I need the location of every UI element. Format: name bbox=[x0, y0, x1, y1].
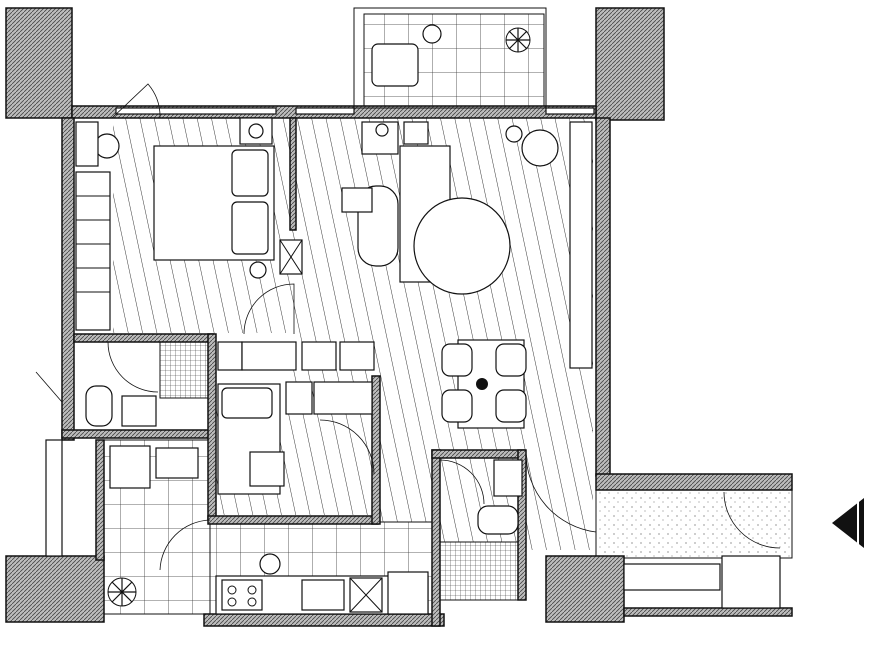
wall-east bbox=[595, 117, 611, 477]
side-cabinet[interactable] bbox=[403, 121, 429, 145]
plant-icon-balcony bbox=[505, 27, 531, 53]
lamp-icon bbox=[248, 123, 264, 139]
armchair-balcony[interactable] bbox=[371, 43, 419, 87]
wall-bath-lower bbox=[61, 429, 213, 439]
flower-icon bbox=[476, 378, 488, 390]
shower-tray-second bbox=[439, 541, 521, 601]
washbasin-second[interactable] bbox=[493, 459, 523, 497]
dining-chair-1[interactable] bbox=[441, 343, 473, 377]
wall-bed-closet bbox=[289, 117, 297, 231]
door-west-exit[interactable] bbox=[35, 371, 63, 403]
wardrobe-master[interactable] bbox=[75, 171, 111, 331]
storage-unit-5[interactable] bbox=[285, 381, 313, 415]
bin-icon bbox=[249, 261, 267, 279]
wall-south-kitchen bbox=[203, 613, 445, 627]
entry-terrace-floor bbox=[595, 489, 793, 559]
pillow-1 bbox=[231, 149, 269, 197]
balcony-north-frame bbox=[353, 7, 547, 109]
door-master-bedroom[interactable] bbox=[243, 283, 295, 335]
cooktop[interactable] bbox=[221, 579, 263, 611]
storage-unit-4[interactable] bbox=[339, 341, 375, 371]
door-north-entry[interactable] bbox=[111, 83, 161, 119]
cushion bbox=[249, 451, 285, 487]
round-rug bbox=[413, 197, 511, 295]
washbasin-main[interactable] bbox=[121, 395, 157, 427]
column-top-left bbox=[5, 7, 73, 119]
armchair-living[interactable] bbox=[521, 129, 559, 167]
wall-laundry-west bbox=[95, 439, 105, 561]
wall-bath2-west bbox=[431, 449, 441, 627]
door-second-bedroom[interactable] bbox=[319, 419, 375, 475]
triangle-entry-arrow-icon[interactable] bbox=[832, 498, 864, 548]
storage-unit-6[interactable] bbox=[313, 381, 373, 415]
bench-terrace[interactable] bbox=[721, 555, 781, 609]
wall-bedroom2-south bbox=[207, 515, 379, 525]
shoe-cabinet[interactable] bbox=[623, 563, 721, 591]
door-living-entry[interactable] bbox=[525, 451, 597, 533]
desk-chair[interactable] bbox=[341, 187, 373, 213]
pillow-2 bbox=[231, 201, 269, 255]
person-figure-kitchen bbox=[259, 553, 281, 575]
shower-tray-main bbox=[159, 341, 213, 399]
column-top-right bbox=[595, 7, 665, 121]
floor-lamp-icon bbox=[375, 123, 389, 137]
wall-bath2-north bbox=[431, 449, 525, 459]
door-laundry[interactable] bbox=[159, 519, 211, 571]
tv-cabinet[interactable] bbox=[569, 121, 593, 369]
side-table-balcony[interactable] bbox=[422, 24, 442, 44]
wall-bedroom2-west bbox=[207, 333, 217, 521]
door-terrace[interactable] bbox=[723, 491, 781, 549]
storage-unit-2[interactable] bbox=[241, 341, 297, 371]
dining-chair-2[interactable] bbox=[441, 389, 473, 423]
wall-terrace-south bbox=[623, 607, 793, 617]
plant-icon-laundry bbox=[107, 577, 137, 607]
dining-chair-4[interactable] bbox=[495, 389, 527, 423]
wall-east-step bbox=[595, 473, 793, 491]
wall-west bbox=[61, 117, 75, 441]
fridge[interactable] bbox=[387, 571, 429, 615]
column-bottom-left bbox=[5, 555, 105, 623]
toilet-main[interactable] bbox=[85, 385, 113, 427]
toilet-second[interactable] bbox=[477, 505, 519, 535]
storage-unit-3[interactable] bbox=[301, 341, 337, 371]
storage-unit-1[interactable] bbox=[217, 341, 243, 371]
walls bbox=[5, 7, 793, 627]
dining-chair-3[interactable] bbox=[495, 343, 527, 377]
plant-pot-living bbox=[505, 125, 523, 143]
windows bbox=[45, 107, 595, 557]
wall-bath-main bbox=[73, 333, 215, 343]
wall-bedroom2-east bbox=[371, 375, 381, 525]
pillow-single bbox=[221, 387, 273, 419]
washing-machine[interactable] bbox=[109, 445, 151, 489]
laundry-sink[interactable] bbox=[155, 447, 199, 479]
door-bath-main[interactable] bbox=[107, 341, 159, 393]
desk-master[interactable] bbox=[75, 121, 99, 167]
kitchen-sink[interactable] bbox=[301, 579, 345, 611]
door-bath-second[interactable] bbox=[439, 459, 485, 505]
column-bottom-mid bbox=[545, 555, 625, 623]
